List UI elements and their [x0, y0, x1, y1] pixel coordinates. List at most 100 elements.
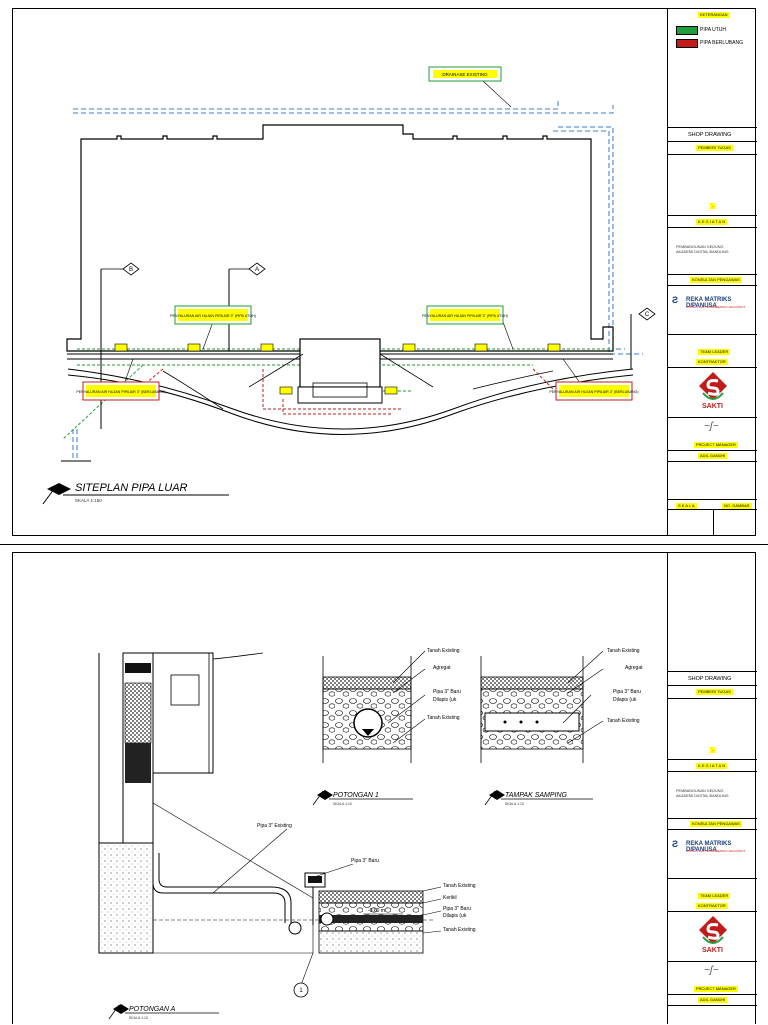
svg-text:Agregat: Agregat — [433, 665, 451, 671]
svg-text:-0.60 m: -0.60 m — [368, 908, 385, 914]
kontraktor-label: KONTRAKTOR — [696, 359, 728, 365]
pemberi-tugas-value: - — [710, 203, 716, 209]
kegiatan-label: K E G I A T A N — [696, 219, 727, 225]
shop-drawing-label: SHOP DRAWING — [688, 132, 732, 138]
konsultan-logo-icon-2: Ƨ — [672, 839, 679, 849]
svg-text:PENYALURAN AIR HUJAN PIPA AIR: PENYALURAN AIR HUJAN PIPA AIR 3" (PIPA U… — [170, 314, 256, 318]
title-potongan-a: POTONGAN A SKALA 1:10 — [108, 1004, 219, 1020]
konsultan-logo-icon: Ƨ — [672, 295, 679, 305]
svg-text:Dilapis (uk: Dilapis (uk — [613, 697, 637, 703]
legend-item-utuh — [676, 26, 698, 35]
legend-title: KETERANGAN — [698, 12, 730, 18]
sheet-siteplan: A B C DRAINASE EXISTING — [12, 8, 757, 536]
svg-text:Pipa 3" Baru: Pipa 3" Baru — [351, 858, 379, 864]
svg-text:SKALA 1:10: SKALA 1:10 — [333, 802, 352, 806]
svg-text:Tanah Existing: Tanah Existing — [443, 927, 476, 933]
section-marker-b: B — [100, 262, 140, 429]
title-tampak-samping: TAMPAK SAMPING SKALA 1:10 — [484, 790, 593, 806]
detail-marker-1 — [293, 982, 309, 998]
skala-label: S K A L A — [676, 503, 697, 509]
svg-text:DRAINASE EXISTING: DRAINASE EXISTING — [442, 72, 488, 77]
legend-item-berlubang — [676, 39, 698, 48]
svg-text:Pipa 3" Baru: Pipa 3" Baru — [433, 689, 461, 695]
svg-text:Tanah Existing: Tanah Existing — [427, 648, 460, 654]
detail-drawings: Pipa 3" Existing Pipa 3" Baru -0.60 m Ta… — [98, 648, 643, 1020]
building-outline — [66, 124, 614, 352]
svg-text:Tanah Existing: Tanah Existing — [427, 715, 460, 721]
svg-text:SKALA 1:150: SKALA 1:150 — [75, 498, 102, 503]
sakti-logo — [699, 372, 727, 400]
konsultan-sub-2: CONSULTANT ENGINEERING ARCHITECT — [686, 849, 746, 853]
svg-text:POTONGAN A: POTONGAN A — [129, 1006, 176, 1013]
sakti-text: SAKTI — [702, 403, 723, 410]
kegiatan-desc-1-2: PEMBANGUNAN GEDUNG — [676, 789, 724, 793]
svg-text:PENYALURAN AIR HUJAN PIPA AIR: PENYALURAN AIR HUJAN PIPA AIR 3" (BERLUB… — [549, 390, 638, 394]
svg-text:1: 1 — [299, 988, 303, 994]
project-manager-label: PROJECT MANAGER — [694, 442, 738, 448]
pm-name-2: ADIL GANDHI — [698, 997, 728, 1003]
pemberi-tugas-label-2: PEMBERI TUGAS — [696, 689, 733, 695]
manhole-markers — [114, 343, 561, 395]
legend-label-berlubang: PIPA BERLUBANG — [700, 40, 743, 46]
tampak-samping-drawing: Tanah Existing Agregat Pipa 3" Baru Dila… — [480, 648, 643, 763]
kegiatan-desc-2-2: AKADEMI DIGITAL BANDUNG — [676, 794, 729, 798]
no-gambar-label: NO. GAMBAR — [722, 503, 752, 509]
kontraktor-label-2: KONTRAKTOR — [696, 903, 728, 909]
svg-text:Pipa 3" Baru: Pipa 3" Baru — [613, 689, 641, 695]
shop-drawing-label-2: SHOP DRAWING — [688, 676, 732, 682]
signature-icon-2: ~ʃ~ — [704, 965, 719, 976]
sheet-separator — [0, 544, 768, 545]
konsultan-sub: CONSULTANT ENGINEERING ARCHITECT — [686, 305, 746, 309]
sakti-text-2: SAKTI — [702, 947, 723, 954]
title-block-1: KETERANGAN PIPA UTUH PIPA BERLUBANG SHOP… — [667, 9, 757, 535]
drawing-title-siteplan: SITEPLAN PIPA LUAR SKALA 1:150 — [42, 482, 229, 505]
konsultan-label: KONSULTAN PENGAWAS — [690, 277, 742, 283]
svg-text:PENYALURAN AIR HUJAN PIPA AIR: PENYALURAN AIR HUJAN PIPA AIR 3" (PIPA U… — [422, 314, 508, 318]
svg-text:SITEPLAN PIPA LUAR: SITEPLAN PIPA LUAR — [75, 482, 188, 494]
svg-text:Tanah Existing: Tanah Existing — [607, 718, 640, 724]
title-block-2: SHOP DRAWING PEMBERI TUGAS - K E G I A T… — [667, 553, 757, 1024]
legend-label-utuh: PIPA UTUH — [700, 27, 727, 33]
sakti-logo-2 — [699, 916, 727, 944]
svg-text:POTONGAN 1: POTONGAN 1 — [333, 792, 379, 799]
callout-resapan-br: PENYALURAN AIR HUJAN PIPA AIR 3" (BERLUB… — [549, 381, 639, 401]
signature-icon: ~ʃ~ — [704, 421, 719, 432]
kegiatan-desc-2: AKADEMI DIGITAL BANDUNG — [676, 250, 729, 254]
svg-text:Pipa 3" Existing: Pipa 3" Existing — [257, 823, 292, 829]
team-leader-label: TEAM LEADER — [698, 349, 731, 355]
siteplan-drawing: A B C DRAINASE EXISTING — [42, 66, 656, 505]
callout-resapan-bl: PENYALURAN AIR HUJAN PIPA AIR 3" (BERLUB… — [76, 381, 166, 401]
team-leader-label-2: TEAM LEADER — [698, 893, 731, 899]
svg-text:C: C — [645, 312, 650, 318]
svg-text:SKALA 1:10: SKALA 1:10 — [129, 1016, 148, 1020]
konsultan-name: REKA MATRIKS DIPANUSA — [686, 297, 732, 309]
svg-text:A: A — [255, 267, 259, 273]
svg-text:Tanah Existing: Tanah Existing — [607, 648, 640, 654]
pemberi-tugas-value-2: - — [710, 747, 716, 753]
potongan-1-drawing: Tanah Existing Agregat Pipa 3" Baru Dila… — [322, 648, 461, 763]
drainase-line — [72, 101, 643, 461]
callout-drainase: DRAINASE EXISTING — [428, 66, 502, 82]
konsultan-name-2: REKA MATRIKS DIPANUSA — [686, 841, 732, 853]
kegiatan-desc-1: PEMBANGUNAN GEDUNG — [676, 245, 724, 249]
entrance-block — [299, 338, 381, 388]
svg-text:Dilapis (uk: Dilapis (uk — [443, 913, 467, 919]
konsultan-label-2: KONSULTAN PENGAWAS — [690, 821, 742, 827]
svg-text:Tanah Existing: Tanah Existing — [443, 883, 476, 889]
project-manager-label-2: PROJECT MANAGER — [694, 986, 738, 992]
pm-name: ADIL GANDHI — [698, 453, 728, 459]
sheet-detail: Pipa 3" Existing Pipa 3" Baru -0.60 m Ta… — [12, 552, 757, 1024]
pemberi-tugas-label: PEMBERI TUGAS — [696, 145, 733, 151]
svg-text:Kerikil: Kerikil — [443, 895, 457, 901]
svg-text:Agregat: Agregat — [625, 665, 643, 671]
svg-text:PENYALURAN AIR HUJAN PIPA AIR: PENYALURAN AIR HUJAN PIPA AIR 3" (BERLUB… — [76, 390, 165, 394]
section-marker-c: C — [630, 307, 656, 369]
svg-text:Dilapis (uk: Dilapis (uk — [433, 697, 457, 703]
potongan-a-drawing: Pipa 3" Existing Pipa 3" Baru -0.60 m Ta… — [98, 652, 476, 998]
kegiatan-label-2: K E G I A T A N — [696, 763, 727, 769]
title-potongan-1: POTONGAN 1 SKALA 1:10 — [312, 790, 413, 806]
svg-text:Pipa 3" Baru: Pipa 3" Baru — [443, 906, 471, 912]
callout-resapan-tr: PENYALURAN AIR HUJAN PIPA AIR 3" (PIPA U… — [422, 305, 508, 325]
callout-resapan-tl: PENYALURAN AIR HUJAN PIPA AIR 3" (PIPA U… — [170, 305, 256, 325]
svg-text:TAMPAK SAMPING: TAMPAK SAMPING — [505, 792, 568, 799]
